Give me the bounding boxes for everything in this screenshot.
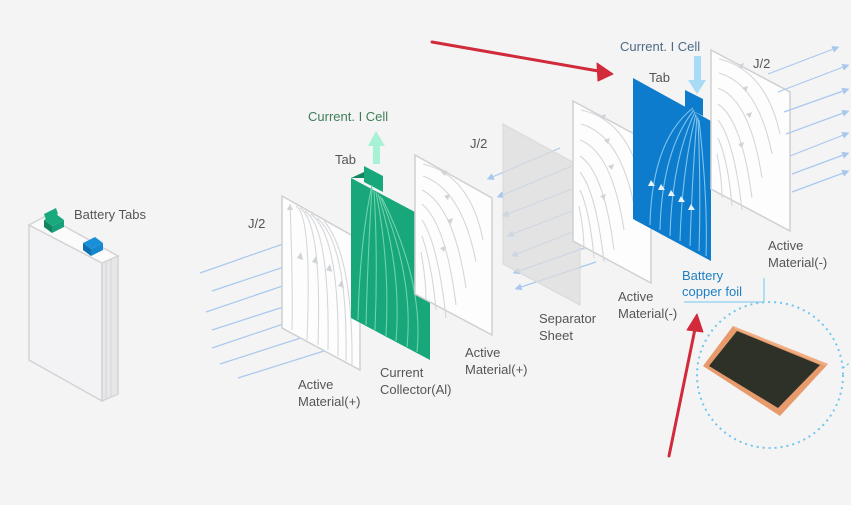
battery-cell-icon: Battery Tabs [27,207,147,403]
separator-sheet: Separator Sheet [502,123,600,343]
copper-foil-sheet [703,326,828,416]
copper-collector-plate: Current. I Cell Tab [620,39,711,261]
tab-right-label: Tab [649,70,670,85]
active-material-positive-2-label: Active Material(+) [465,345,528,377]
current-collector-al-plate: Current. I Cell Tab Current Collector(Al… [308,109,452,397]
arrow-up-icon [368,131,385,164]
j2-middle-label: J/2 [470,136,487,151]
active-material-positive-plate-1: J/2 Active Material(+) [248,194,361,409]
positive-tab-icon [44,208,64,233]
arrow-down-icon [688,56,706,94]
j2-left-label: J/2 [248,216,265,231]
active-material-negative-plate-1: Active Material(-) [572,99,677,321]
flux-lines-right [767,45,850,193]
active-material-positive-1-label: Active Material(+) [298,377,361,409]
battery-tabs-label: Battery Tabs [74,207,147,222]
current-collector-al-label: Current Collector(Al) [380,365,452,397]
annotation-arrows [430,40,704,458]
tab-left-label: Tab [335,152,356,167]
active-material-negative-plate-2: J/2 Active Material(-) [710,48,827,270]
separator-sheet-label: Separator Sheet [539,311,600,343]
active-material-negative-2-label: Active Material(-) [768,238,827,270]
active-material-negative-1-label: Active Material(-) [618,289,677,321]
current-left-label: Current. I Cell [308,109,388,124]
current-right-label: Current. I Cell [620,39,700,54]
j2-right-label: J/2 [753,56,770,71]
negative-tab-icon [83,237,103,256]
copper-foil-callout: Battery copper foil [682,268,851,449]
active-material-positive-plate-2: Active Material(+) [414,153,528,377]
battery-copper-foil-label: Battery copper foil [682,268,742,299]
